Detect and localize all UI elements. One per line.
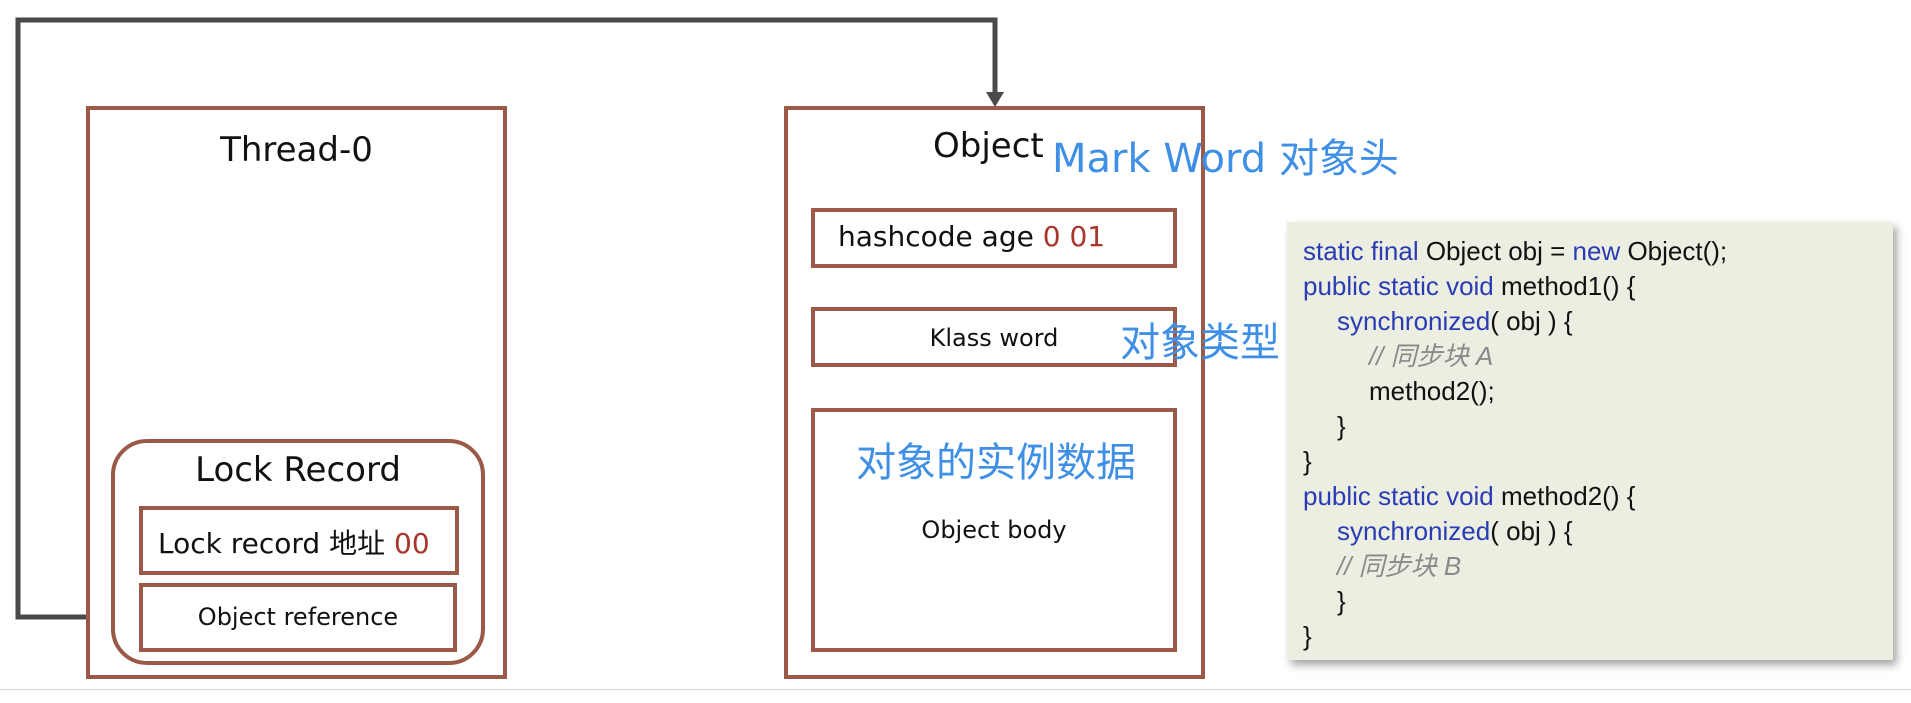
code-comment-a: // 同步块 A — [1369, 341, 1494, 371]
code-line-8: public static void method2() { — [1303, 481, 1636, 511]
lock-record-address-text: Lock record 地址 — [158, 527, 394, 560]
code-line-12: } — [1303, 621, 1312, 651]
lock-record-title: Lock Record — [195, 450, 401, 490]
klass-word-label: Klass word — [929, 324, 1059, 352]
bottom-divider — [0, 689, 1911, 690]
code-line-1: static final Object obj = new Object(); — [1303, 236, 1728, 266]
code-line-10: // 同步块 B — [1303, 549, 1893, 584]
code-line-2: public static void method1() { — [1303, 271, 1636, 301]
mark-word-annotation: Mark Word 对象头 — [1052, 136, 1399, 182]
mark-word-bits: 0 01 — [1042, 220, 1106, 253]
object-reference-label: Object reference — [197, 603, 399, 631]
klass-type-annotation: 对象类型 — [1120, 320, 1280, 366]
mark-word-label: hashcode age 0 01 — [838, 220, 1105, 253]
code-line-11: } — [1337, 586, 1346, 616]
object-reference-cell — [139, 583, 457, 652]
klass-word-cell — [811, 307, 1177, 367]
reference-connector-line — [15, 17, 998, 620]
reference-arrowhead — [986, 92, 1004, 107]
code-line-9: synchronized( obj ) { — [1337, 516, 1573, 546]
code-line-5: method2(); — [1369, 376, 1495, 406]
object-title: Object — [933, 126, 1044, 166]
instance-data-annotation: 对象的实例数据 — [856, 440, 1136, 486]
code-line-3: synchronized( obj ) { — [1337, 306, 1573, 336]
code-line-4: // 同步块 A — [1303, 339, 1893, 374]
code-comment-b: // 同步块 B — [1337, 551, 1462, 581]
object-body-cell — [811, 408, 1177, 652]
mark-word-cell — [811, 208, 1177, 268]
code-line-6: } — [1337, 411, 1346, 441]
lock-record-address-bits: 00 — [394, 527, 430, 560]
code-line-7: } — [1303, 446, 1312, 476]
thread-title: Thread-0 — [220, 130, 373, 170]
code-panel: static final Object obj = new Object(); … — [1287, 222, 1893, 660]
lock-record-address-cell — [139, 506, 459, 575]
mark-word-text: hashcode age — [838, 220, 1043, 253]
lock-record-address-label: Lock record 地址 00 — [158, 522, 430, 562]
object-body-label: Object body — [921, 516, 1067, 544]
